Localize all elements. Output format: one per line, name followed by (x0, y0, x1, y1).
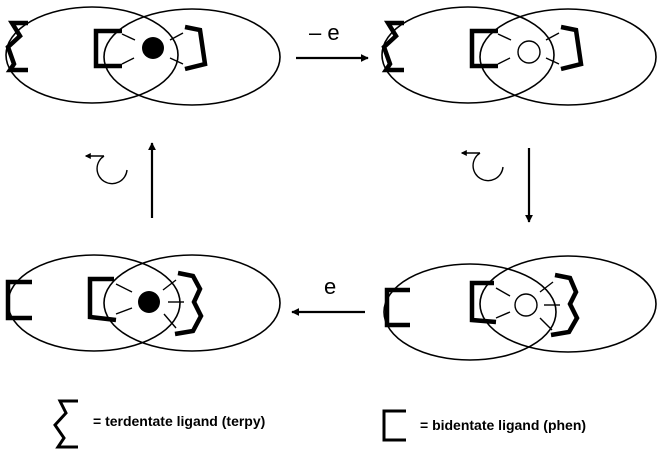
catenate-state-top-left (5, 6, 281, 106)
terdentate-ligand-inner (550, 272, 580, 338)
oxidation-label: – e (309, 20, 340, 45)
coordination-bonds (115, 279, 184, 329)
reduction-label: e (324, 274, 336, 299)
coordination-bonds (121, 32, 184, 65)
rotation-icon-right (460, 150, 504, 182)
coordination-bonds (497, 32, 560, 65)
bidentate-ligand-right (560, 24, 584, 72)
terdentate-ligand-inner (174, 270, 204, 337)
left-ring (383, 263, 557, 361)
rotation-icon-left (84, 153, 128, 185)
catenate-state-bottom-right (383, 255, 657, 361)
bidentate-ligand-inner (469, 280, 497, 325)
right-ring (479, 255, 657, 353)
metal-center-open (517, 40, 541, 64)
bidentate-ligand-right (184, 24, 208, 72)
coordination-bonds (495, 281, 560, 331)
terdentate-ligand-left (381, 20, 404, 73)
bidentate-ligand-left (469, 28, 498, 69)
metal-center-open (514, 293, 538, 317)
right-ring (103, 8, 281, 106)
legend: = terdentate ligand (terpy) = bidentate … (53, 399, 586, 449)
bidentate-ligand-inner (87, 276, 117, 323)
right-ring (479, 8, 657, 106)
bidentate-ligand-outer (384, 287, 410, 328)
bidentate-ligand-symbol (382, 409, 406, 442)
catenate-state-bottom-left (5, 254, 281, 352)
terdentate-ligand-left (5, 20, 28, 73)
terdentate-legend-label: = terdentate ligand (terpy) (93, 413, 265, 429)
left-ring (381, 6, 555, 104)
left-ring (5, 6, 179, 104)
bidentate-ligand-left (93, 28, 122, 69)
metal-center-filled (138, 291, 160, 313)
terdentate-ligand-symbol (53, 399, 78, 449)
bidentate-ligand-outer (5, 279, 32, 321)
catenate-state-top-right (381, 6, 657, 106)
metal-center-filled (142, 37, 164, 59)
right-ring (103, 254, 281, 352)
bidentate-legend-label: = bidentate ligand (phen) (420, 417, 586, 433)
